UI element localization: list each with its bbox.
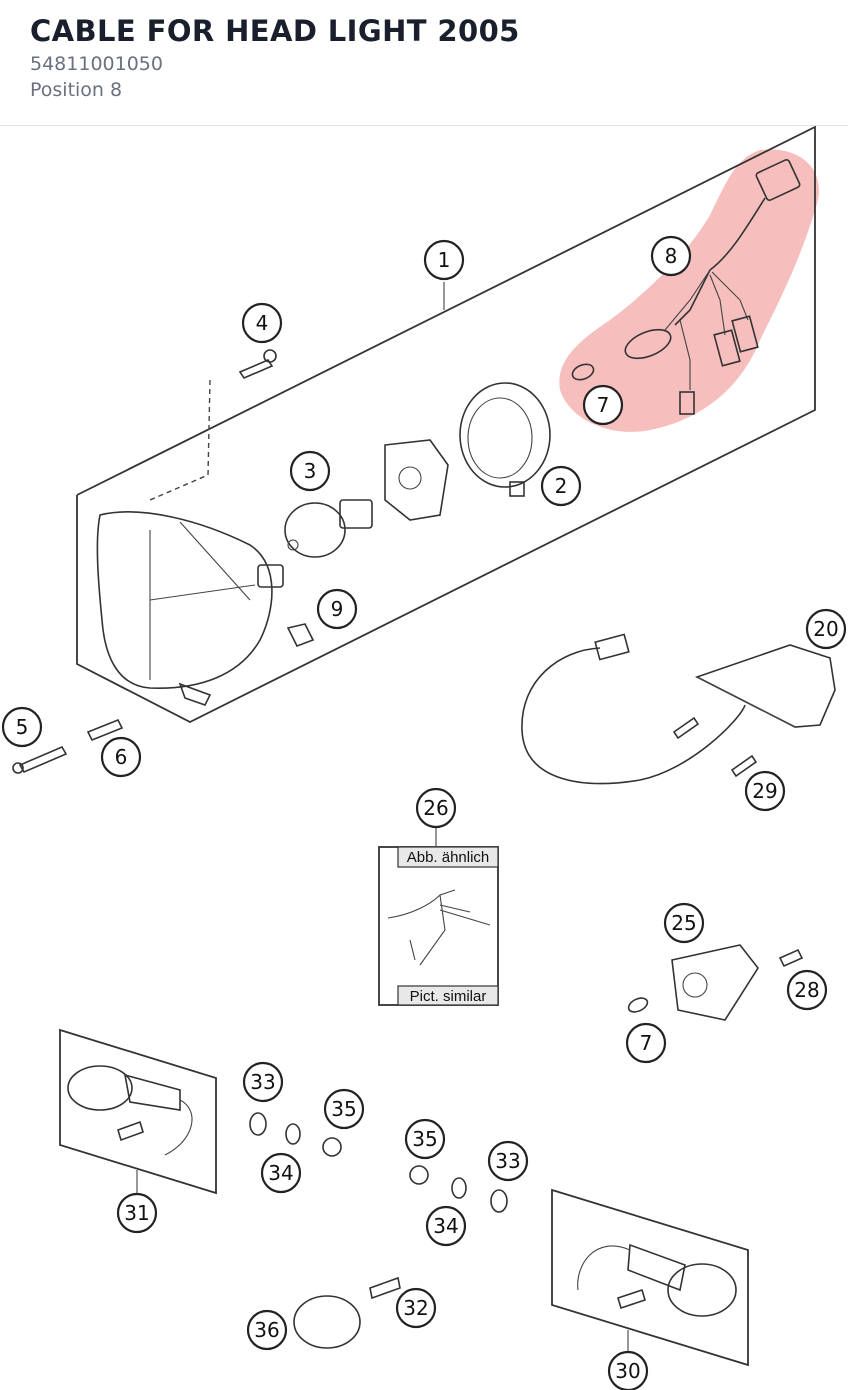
callout-35b[interactable]: 35: [404, 1118, 446, 1160]
callout-4[interactable]: 4: [241, 302, 283, 344]
svg-text:26: 26: [423, 796, 448, 820]
svg-text:28: 28: [794, 978, 819, 1002]
callout-28[interactable]: 28: [786, 969, 828, 1011]
headlight-housing: [96, 511, 284, 706]
inset-bottom-label: Pict. similar: [410, 988, 487, 1005]
svg-text:20: 20: [813, 617, 838, 641]
callout-5[interactable]: 5: [1, 706, 43, 748]
headlight-frame: [76, 126, 816, 724]
svg-text:35: 35: [331, 1097, 356, 1121]
part-number: 54811001050: [30, 53, 163, 75]
socket-plate: [384, 439, 449, 521]
callout-1[interactable]: 1: [423, 239, 465, 281]
svg-text:33: 33: [250, 1070, 275, 1094]
callout-29[interactable]: 29: [744, 770, 786, 812]
svg-text:7: 7: [597, 393, 610, 417]
callout-3[interactable]: 3: [289, 450, 331, 492]
svg-text:36: 36: [254, 1318, 279, 1342]
indicator-part-31: [59, 1028, 217, 1195]
callout-36[interactable]: 36: [246, 1309, 288, 1351]
svg-text:31: 31: [124, 1201, 149, 1225]
screw-part-5: [12, 745, 68, 774]
svg-text:5: 5: [16, 715, 29, 739]
callout-34b[interactable]: 34: [425, 1205, 467, 1247]
exploded-parts-diagram: Abb. ähnlich Pict. similar: [1, 126, 847, 1390]
svg-text:30: 30: [615, 1359, 640, 1383]
callout-8[interactable]: 8: [650, 235, 692, 277]
page-title: CABLE FOR HEAD LIGHT 2005: [30, 14, 520, 48]
tail-light-part-20: [521, 633, 836, 785]
callout-26[interactable]: 26: [415, 787, 457, 829]
rubber-boot-part-2: [459, 382, 551, 497]
callout-7[interactable]: 7: [582, 384, 624, 426]
spacer-part-6: [86, 718, 124, 742]
svg-text:1: 1: [438, 248, 451, 272]
license-light-part-25: [627, 944, 804, 1021]
selected-part-highlight: [559, 149, 819, 432]
svg-text:33: 33: [495, 1149, 520, 1173]
svg-text:9: 9: [331, 597, 344, 621]
callout-33[interactable]: 33: [242, 1061, 284, 1103]
svg-text:25: 25: [671, 911, 696, 935]
small-hardware: [249, 1112, 508, 1349]
callout-9[interactable]: 9: [316, 588, 358, 630]
callout-7b[interactable]: 7: [625, 1022, 667, 1064]
screw-part-4: [149, 349, 277, 501]
svg-text:35: 35: [412, 1127, 437, 1151]
svg-text:6: 6: [115, 745, 128, 769]
svg-text:8: 8: [665, 244, 678, 268]
callout-32[interactable]: 32: [395, 1287, 437, 1329]
callout-33b[interactable]: 33: [487, 1140, 529, 1182]
clip-part-9: [286, 623, 315, 648]
position-label: Position 8: [30, 79, 123, 101]
inset-part-26: Abb. ähnlich Pict. similar: [378, 828, 499, 1006]
svg-text:4: 4: [256, 311, 269, 335]
callout-31[interactable]: 31: [116, 1192, 158, 1234]
inset-top-label: Abb. ähnlich: [407, 849, 490, 866]
callout-2[interactable]: 2: [540, 465, 582, 507]
svg-text:3: 3: [304, 459, 317, 483]
page-header: CABLE FOR HEAD LIGHT 2005 54811001050 Po…: [0, 0, 848, 126]
callout-30[interactable]: 30: [607, 1350, 649, 1390]
callout-20[interactable]: 20: [805, 608, 847, 650]
callout-35[interactable]: 35: [323, 1088, 365, 1130]
indicator-part-30: [551, 1188, 749, 1367]
bulb-part-3: [284, 499, 373, 558]
callout-25[interactable]: 25: [663, 902, 705, 944]
svg-text:2: 2: [555, 474, 568, 498]
svg-text:34: 34: [433, 1214, 458, 1238]
callout-6[interactable]: 6: [100, 736, 142, 778]
svg-text:29: 29: [752, 779, 777, 803]
cable-harness-part-8: [571, 158, 801, 415]
svg-text:32: 32: [403, 1296, 428, 1320]
svg-text:34: 34: [268, 1161, 293, 1185]
callout-34[interactable]: 34: [260, 1152, 302, 1194]
svg-text:7: 7: [640, 1031, 653, 1055]
